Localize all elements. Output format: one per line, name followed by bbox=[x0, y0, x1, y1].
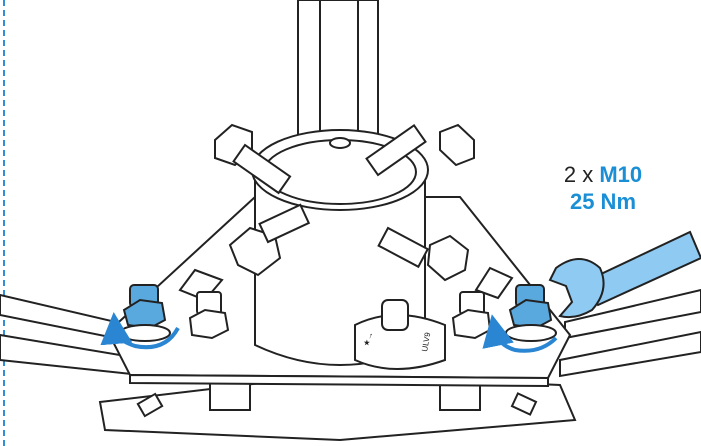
hex-nut-icon bbox=[119, 284, 171, 342]
rotation-arrows bbox=[100, 312, 558, 353]
front-clamp-block: ★→ ULV9 bbox=[354, 299, 446, 370]
rotation-arrow-icon bbox=[100, 312, 180, 350]
bolt-quantity: 2 x bbox=[563, 162, 594, 187]
torque-value: 25 Nm bbox=[569, 189, 637, 214]
hex-nut-icon bbox=[188, 291, 230, 340]
hex-nut-icon bbox=[505, 284, 557, 342]
hex-bolt-icon bbox=[377, 226, 470, 282]
wrench-icon bbox=[548, 230, 701, 319]
margin-rule bbox=[3, 0, 5, 446]
m10-nuts bbox=[119, 284, 557, 342]
torque-callout: 2 x M10 25 Nm bbox=[548, 161, 658, 215]
hex-nut-icon bbox=[451, 291, 492, 340]
clamping-bolts bbox=[214, 123, 475, 282]
bolt-quantity-line: 2 x M10 bbox=[548, 161, 658, 188]
part-mark-right: ULV9 bbox=[420, 331, 432, 352]
rotation-arrow-icon bbox=[482, 314, 558, 353]
bolt-size: M10 bbox=[599, 162, 643, 187]
hex-bolt-icon bbox=[228, 203, 311, 277]
hex-bolt-icon bbox=[365, 123, 475, 177]
hex-bolt-icon bbox=[214, 123, 292, 195]
fixing-nuts bbox=[188, 291, 492, 340]
